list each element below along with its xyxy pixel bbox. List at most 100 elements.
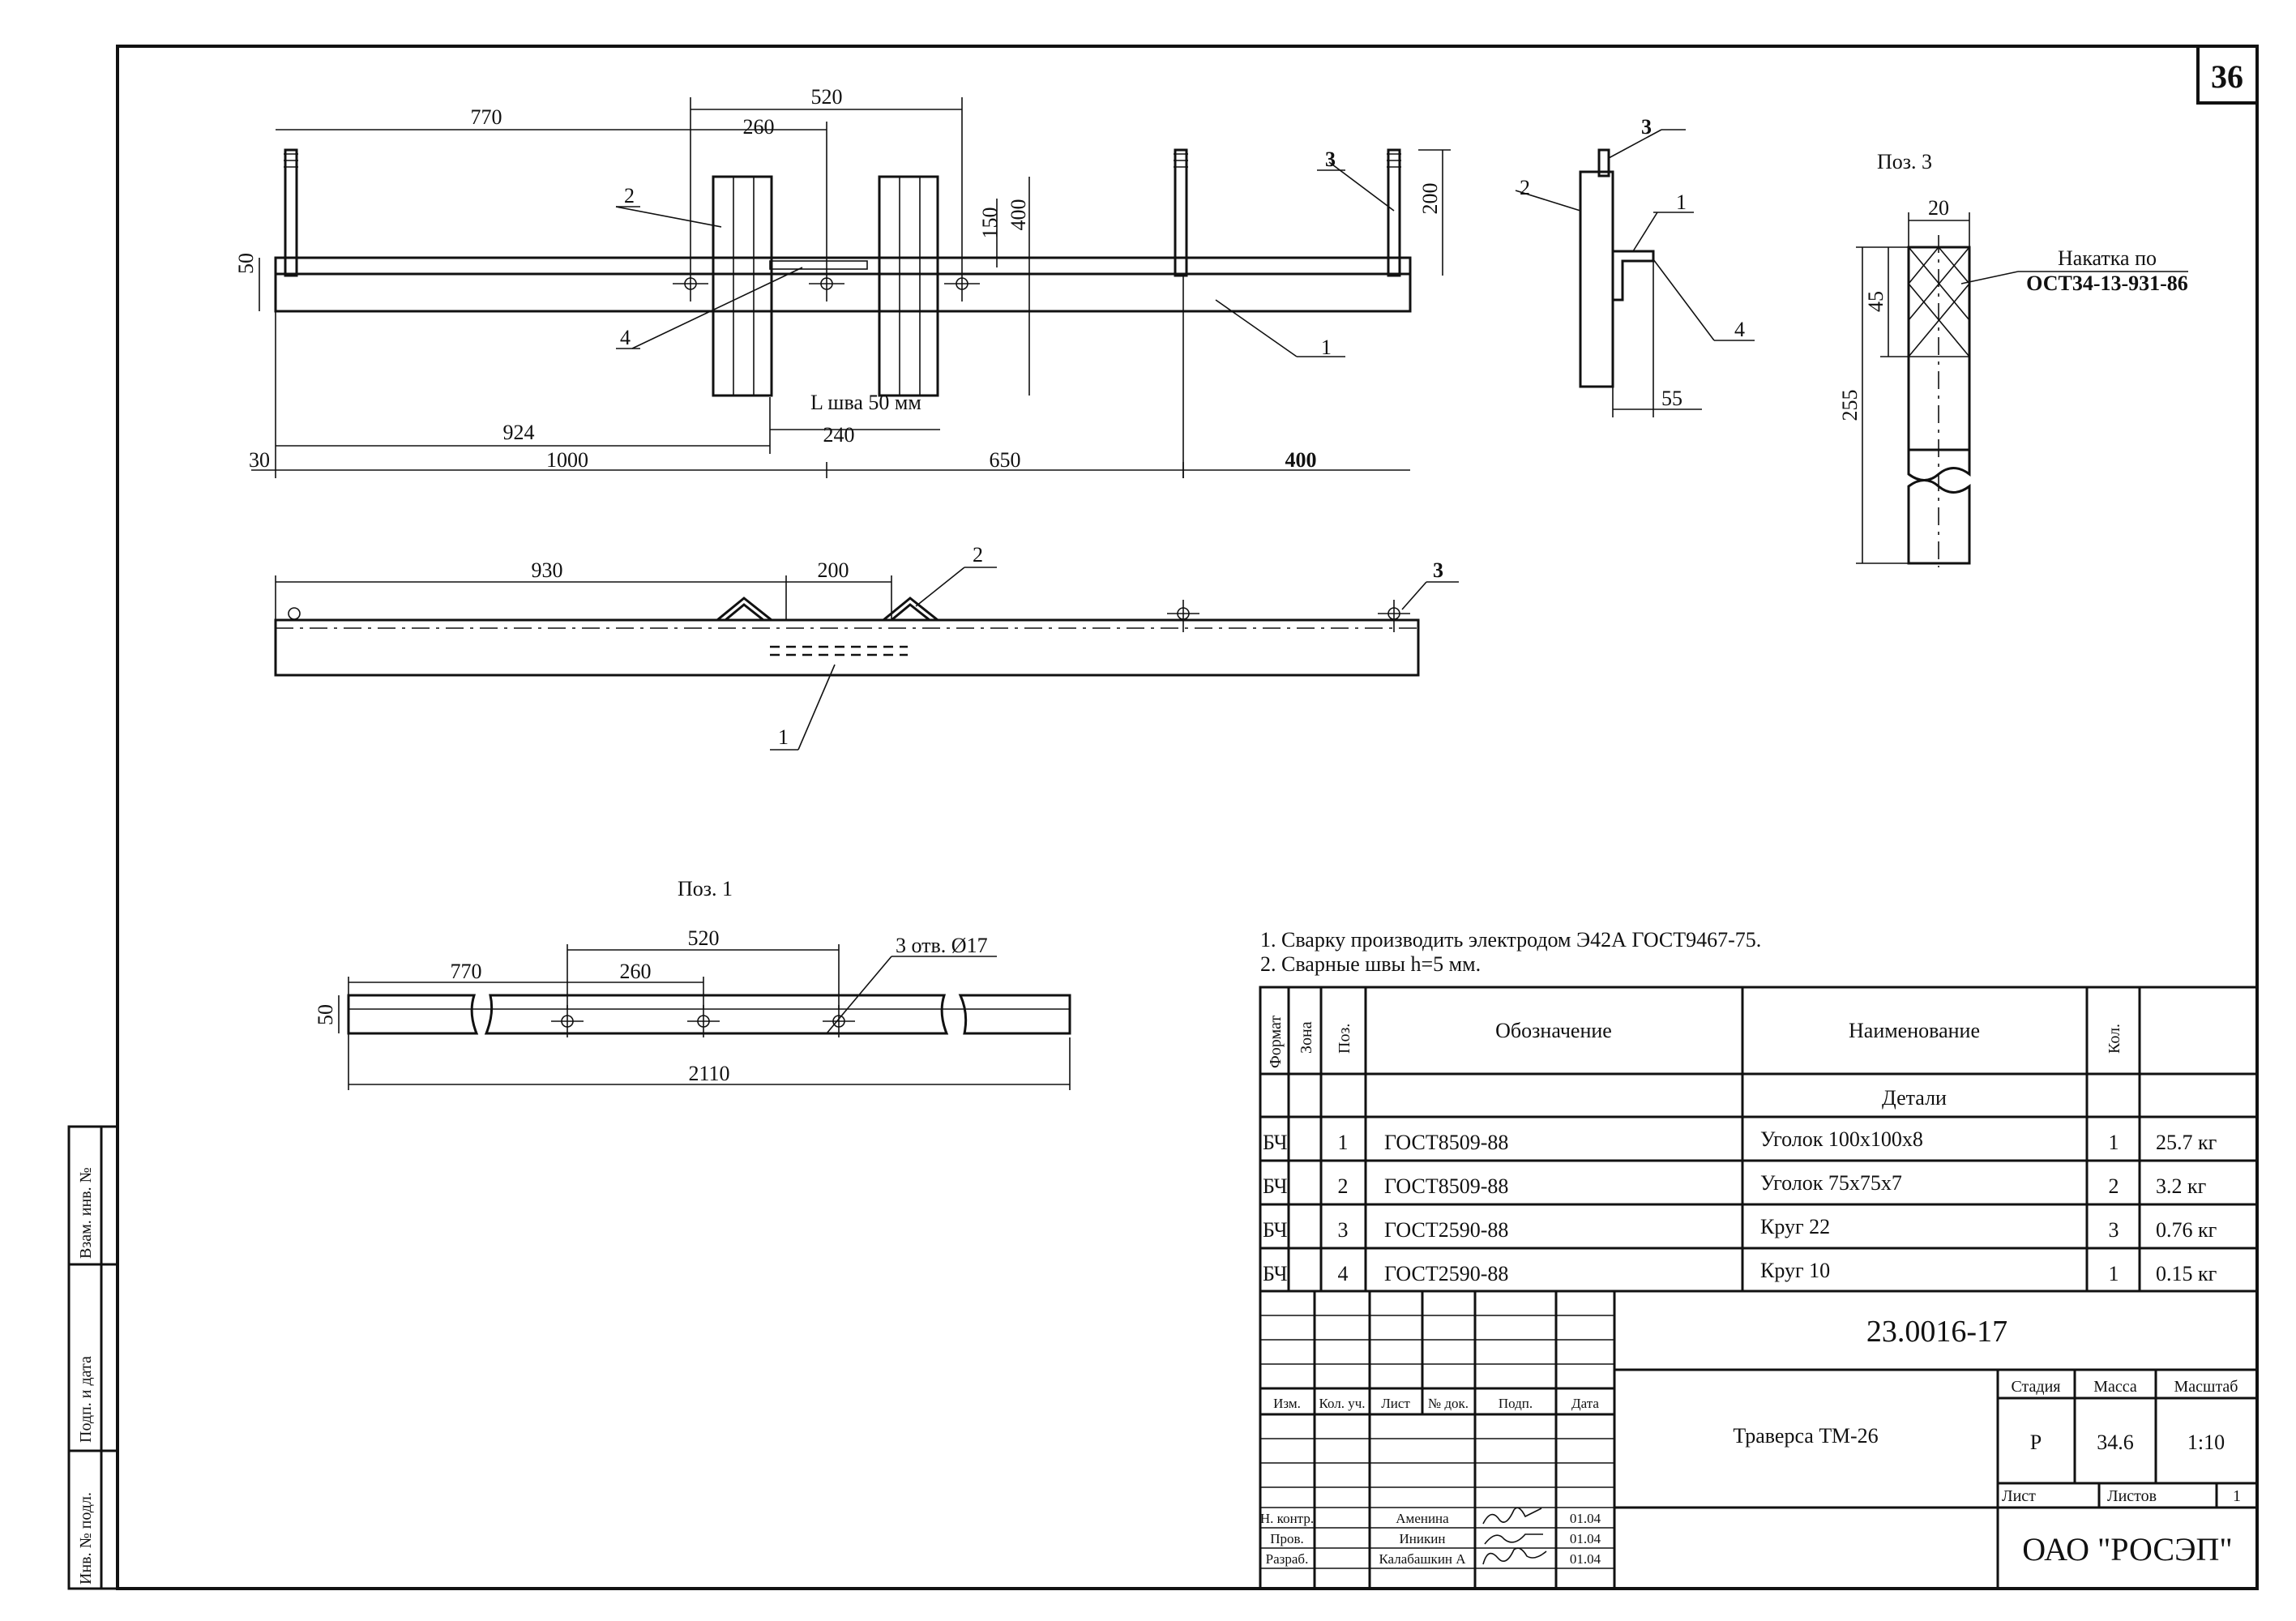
dim-650: 650 (990, 448, 1021, 472)
hdr-pos: Поз. (1336, 1024, 1353, 1054)
row3-name: Круг 22 (1760, 1215, 1830, 1238)
hdr-designation: Обозначение (1495, 1019, 1612, 1042)
row3-designation: ГОСТ2590-88 (1384, 1218, 1508, 1242)
rev-hdr-izm: Изм. (1273, 1396, 1301, 1411)
row2-name: Уголок 75х75х7 (1760, 1171, 1902, 1195)
stamp-replace-inv: Взам. инв. № (77, 1167, 95, 1259)
note-1: 1. Сварку производить электродом Э42А ГО… (1260, 928, 1761, 952)
pos1-dim-260: 260 (620, 960, 652, 983)
dim-240: 240 (823, 423, 855, 447)
row4-format: БЧ (1263, 1262, 1288, 1285)
row1-qty: 1 (2109, 1131, 2119, 1154)
pos1-title: Поз. 1 (678, 877, 733, 900)
stamp-inv-no: Инв. № подл. (77, 1492, 95, 1585)
row4-mass: 0.15 кг (2156, 1262, 2217, 1285)
margin-stamps: Инв. № подл. Подп. и дата Взам. инв. № (67, 1125, 119, 1590)
value-mass: 34.6 (2097, 1431, 2134, 1454)
dim-260: 260 (743, 115, 775, 139)
row4-qty: 1 (2109, 1262, 2119, 1285)
callout-3: 3 (1325, 148, 1336, 171)
pos1-detail: Поз. 1 770 520 260 50 2110 3 отв. Ø17 (314, 877, 1071, 1090)
label-stage: Стадия (2011, 1378, 2060, 1396)
signature-norm-control (1482, 1507, 1542, 1525)
dim-770: 770 (471, 105, 502, 129)
pos3-title: Поз. 3 (1877, 150, 1932, 173)
plan-dim-930: 930 (532, 558, 563, 582)
signature-checked (1484, 1533, 1543, 1545)
role-developed: Разраб. (1266, 1551, 1309, 1567)
name-developed: Калабашкин А (1379, 1551, 1466, 1567)
dim-924: 924 (503, 421, 535, 444)
role-norm-control: Н. контр. (1260, 1511, 1314, 1526)
rev-hdr-sign: Подп. (1499, 1396, 1533, 1411)
row1-format: БЧ (1263, 1131, 1288, 1154)
value-sheets: 1 (2233, 1487, 2241, 1505)
row3-qty: 3 (2109, 1218, 2119, 1242)
rev-hdr-date: Дата (1571, 1396, 1599, 1411)
label-mass: Масса (2093, 1378, 2137, 1396)
dim-1000: 1000 (546, 448, 588, 472)
callout-4: 4 (620, 326, 631, 349)
plan-callout-1: 1 (778, 725, 789, 749)
drawing-frame (116, 45, 2259, 1590)
dim-520: 520 (811, 85, 843, 109)
value-scale: 1:10 (2187, 1431, 2225, 1454)
name-norm-control: Аменина (1396, 1511, 1449, 1526)
dim-400v: 400 (1007, 199, 1030, 231)
side-callout-2: 2 (1520, 176, 1530, 199)
pos3-dim-20: 20 (1928, 196, 1949, 220)
row2-format: БЧ (1263, 1174, 1288, 1198)
row1-mass: 25.7 кг (2156, 1131, 2217, 1154)
pos3-detail: Поз. 3 20 45 255 Накатка по (1838, 150, 2188, 567)
section-details: Детали (1882, 1086, 1947, 1110)
callout-1: 1 (1321, 336, 1332, 359)
side-callout-3: 3 (1641, 115, 1652, 139)
row4-pos: 4 (1338, 1262, 1349, 1285)
note-2: 2. Сварные швы h=5 мм. (1260, 952, 1481, 976)
dim-400h: 400 (1285, 448, 1317, 472)
spec-table: Формат Зона Поз. Обозначение Наименовани… (1259, 986, 2259, 1293)
pos3-knurl-2: ОСТ34-13-931-86 (2026, 272, 2188, 295)
company-name: ОАО "РОСЭП" (2022, 1531, 2232, 1568)
dim-200: 200 (1418, 183, 1442, 215)
plan-dim-200: 200 (818, 558, 849, 582)
title-block: 23.0016-17 Траверса ТМ-26 Стадия Масса М… (1259, 1290, 2259, 1590)
row1-pos: 1 (1338, 1131, 1349, 1154)
hdr-zone: Зона (1298, 1021, 1315, 1054)
row2-designation: ГОСТ8509-88 (1384, 1174, 1508, 1198)
rev-hdr-kol: Кол. уч. (1319, 1396, 1365, 1411)
weld-length-note: L шва 50 мм (810, 391, 921, 414)
doc-number: 23.0016-17 (1866, 1315, 2007, 1349)
date-developed: 01.04 (1570, 1551, 1601, 1567)
pos1-dim-770: 770 (451, 960, 482, 983)
dim-150: 150 (978, 207, 1002, 239)
label-sheet: Лист (2002, 1487, 2036, 1505)
value-stage: Р (2030, 1431, 2042, 1454)
pos1-dim-520: 520 (688, 926, 720, 950)
rev-hdr-list: Лист (1381, 1396, 1410, 1411)
plan-callout-3: 3 (1433, 558, 1443, 582)
row3-pos: 3 (1338, 1218, 1349, 1242)
product-name: Траверса ТМ-26 (1733, 1424, 1878, 1448)
sheet-number: 36 (2211, 58, 2243, 95)
plan-callout-2: 2 (973, 543, 983, 567)
row2-pos: 2 (1338, 1174, 1349, 1198)
side-dim-55: 55 (1661, 387, 1682, 410)
date-checked: 01.04 (1570, 1531, 1601, 1546)
label-scale: Масштаб (2174, 1378, 2238, 1396)
role-checked: Пров. (1270, 1531, 1304, 1546)
row1-name: Уголок 100х100х8 (1760, 1127, 1923, 1151)
row1-designation: ГОСТ8509-88 (1384, 1131, 1508, 1154)
side-view: 1 2 3 4 55 (1515, 115, 1755, 417)
side-callout-4: 4 (1734, 318, 1745, 341)
row4-name: Круг 10 (1760, 1259, 1830, 1282)
sheet-number-box (2196, 45, 2259, 105)
row3-mass: 0.76 кг (2156, 1218, 2217, 1242)
label-sheets: Листов (2107, 1487, 2157, 1505)
pos3-knurl-1: Накатка по (2058, 246, 2157, 270)
side-callout-1: 1 (1676, 190, 1687, 214)
row4-designation: ГОСТ2590-88 (1384, 1262, 1508, 1285)
row2-qty: 2 (2109, 1174, 2119, 1198)
callout-2: 2 (624, 184, 635, 207)
